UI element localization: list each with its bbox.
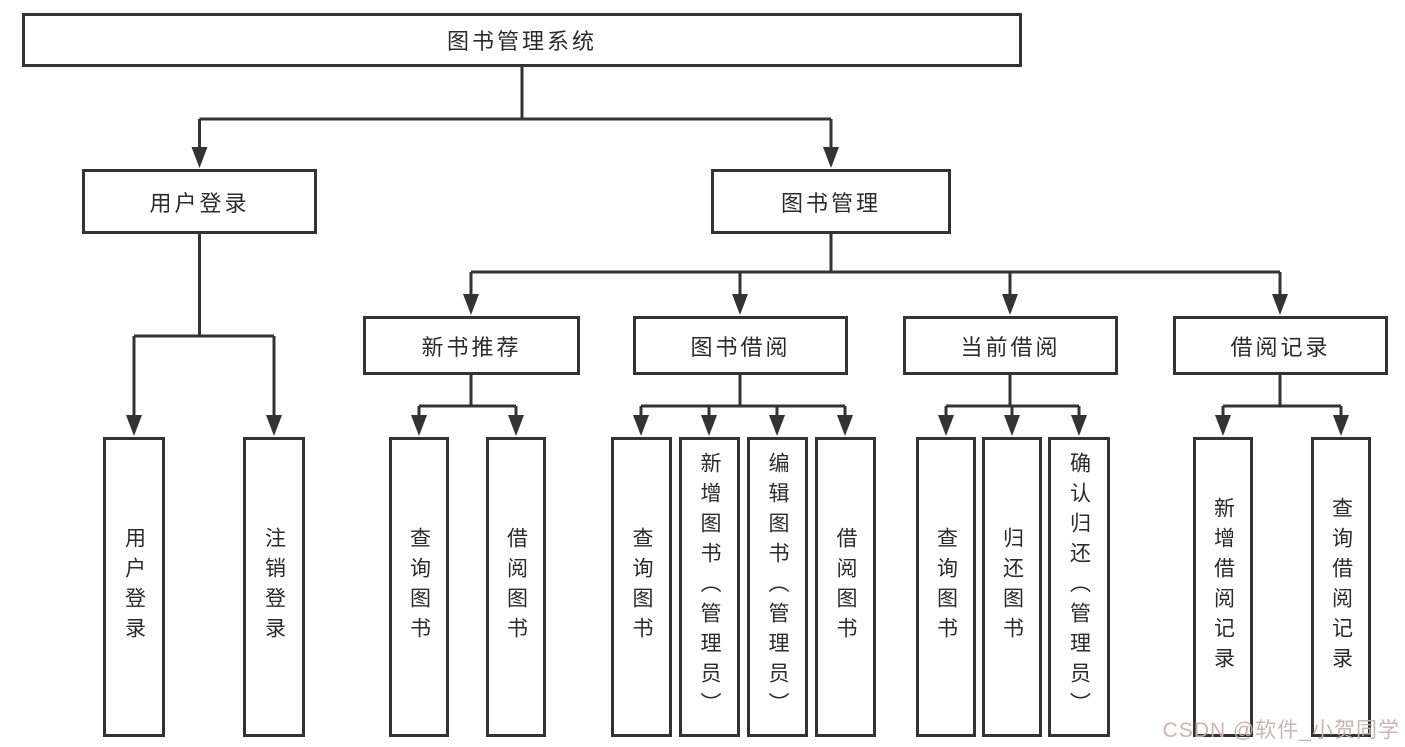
arrow-down-icon: [823, 147, 839, 168]
leaf-query-borrow-record: 查询借阅记录: [1311, 437, 1371, 737]
leaf-label: 确认归还（管理员）: [1067, 452, 1091, 722]
node-borrowing-records: 借阅记录: [1173, 316, 1388, 375]
arrow-down-icon: [1071, 415, 1087, 436]
node-label: 图书借阅: [690, 334, 791, 360]
arrow-down-icon: [1333, 415, 1349, 436]
leaf-confirm-return-admin: 确认归还（管理员）: [1048, 437, 1110, 737]
leaf-query-books: 查询图书: [389, 437, 449, 737]
leaf-add-borrow-record: 新增借阅记录: [1193, 437, 1253, 737]
leaf-add-books-admin: 新增图书（管理员）: [679, 437, 740, 737]
leaf-logout: 注销登录: [243, 437, 305, 737]
arrow-down-icon: [191, 147, 208, 168]
leaf-borrow-books: 借阅图书: [815, 437, 876, 737]
connector-current-to-leaves: [944, 375, 1081, 420]
leaf-label: 查询借阅记录: [1329, 497, 1353, 677]
arrow-down-icon: [411, 415, 427, 436]
arrow-down-icon: [633, 415, 649, 436]
leaf-query-books: 查询图书: [916, 437, 976, 737]
leaf-label: 新增图书（管理员）: [698, 452, 721, 722]
leaf-label: 查询图书: [630, 527, 653, 647]
leaf-return-books: 归还图书: [982, 437, 1042, 737]
arrow-down-icon: [126, 415, 142, 436]
arrow-down-icon: [266, 415, 282, 436]
connector-bookmgmt-to-level3: [469, 234, 1282, 300]
leaf-label: 查询图书: [407, 527, 431, 647]
node-new-book-recommendation: 新书推荐: [363, 316, 580, 375]
arrow-down-icon: [837, 415, 853, 436]
node-book-management: 图书管理: [711, 169, 951, 234]
arrow-down-icon: [938, 415, 954, 436]
node-library-system-root: 图书管理系统: [22, 13, 1022, 67]
leaf-query-books: 查询图书: [611, 437, 672, 737]
arrowheads: [126, 147, 1349, 436]
arrow-down-icon: [769, 415, 785, 436]
node-user-login: 用户登录: [82, 169, 317, 234]
leaf-label: 借阅图书: [504, 527, 528, 647]
arrow-down-icon: [701, 415, 717, 436]
node-current-borrowing: 当前借阅: [903, 316, 1118, 375]
connector-userlogin-to-leaves: [132, 234, 276, 420]
arrow-down-icon: [1002, 294, 1018, 315]
node-book-borrowing: 图书借阅: [633, 316, 848, 375]
leaf-label: 编辑图书（管理员）: [766, 452, 789, 722]
leaf-label: 归还图书: [1000, 527, 1024, 647]
leaf-label: 查询图书: [934, 527, 958, 647]
node-label: 用户登录: [149, 190, 250, 216]
node-label: 借阅记录: [1230, 334, 1331, 360]
connector-root-to-level2: [198, 67, 833, 152]
arrow-down-icon: [508, 415, 524, 436]
arrow-down-icon: [1272, 294, 1288, 315]
leaf-label: 注销登录: [262, 527, 286, 647]
leaf-label: 用户登录: [122, 527, 146, 647]
arrow-down-icon: [1215, 415, 1231, 436]
connector-newrec-to-leaves: [417, 375, 518, 420]
node-label: 当前借阅: [960, 334, 1061, 360]
arrow-down-icon: [732, 294, 748, 315]
node-label: 图书管理: [780, 190, 881, 216]
leaf-label: 新增借阅记录: [1211, 497, 1235, 677]
leaf-borrow-books: 借阅图书: [486, 437, 546, 737]
node-label: 新书推荐: [421, 334, 522, 360]
arrow-down-icon: [463, 294, 479, 315]
leaf-label: 借阅图书: [834, 527, 857, 647]
connector-borrow-to-leaves: [639, 375, 847, 420]
connector-record-to-leaves: [1221, 375, 1343, 420]
leaf-edit-books-admin: 编辑图书（管理员）: [747, 437, 808, 737]
node-label: 图书管理系统: [446, 29, 597, 54]
arrow-down-icon: [1004, 415, 1020, 436]
watermark: CSDN @软件_小贺同学: [1162, 719, 1400, 742]
leaf-user-login: 用户登录: [103, 437, 165, 737]
